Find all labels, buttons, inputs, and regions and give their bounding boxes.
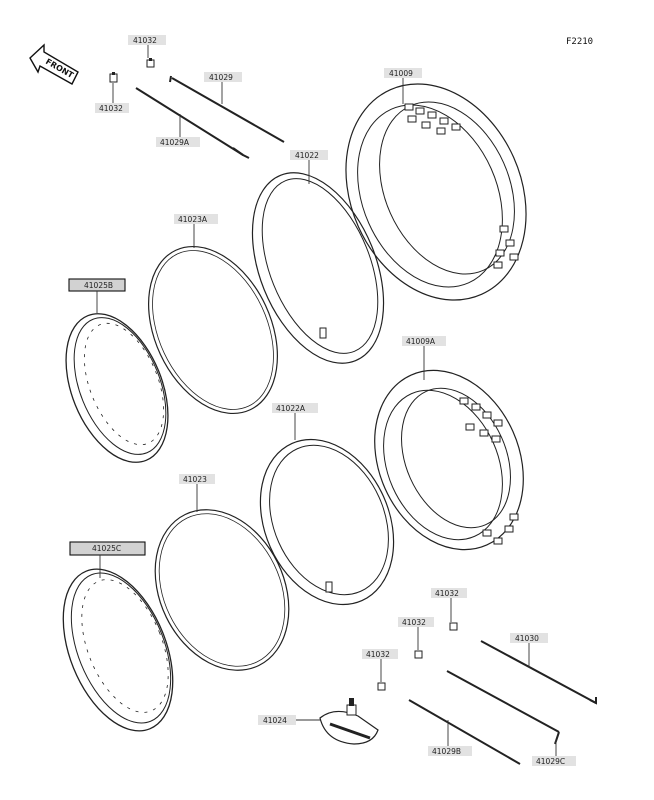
- svg-text:41030: 41030: [515, 634, 539, 643]
- front-tube-illustration: [259, 438, 395, 606]
- front-rim-band-illustration: [154, 509, 290, 671]
- svg-text:41032: 41032: [366, 650, 390, 659]
- nipple-icon: [109, 72, 118, 83]
- part-label-spoke[interactable]: 41029C: [532, 740, 576, 766]
- svg-text:41023: 41023: [183, 475, 207, 484]
- part-label-tube[interactable]: 41022: [290, 150, 328, 184]
- svg-text:41032: 41032: [133, 36, 157, 45]
- front-rim-illustration: [62, 568, 174, 732]
- part-label-rim-highlighted[interactable]: 41025B: [68, 278, 126, 313]
- svg-text:41029B: 41029B: [432, 747, 461, 756]
- spoke-icon: [446, 670, 560, 745]
- part-label-nipple[interactable]: 41032: [128, 35, 166, 58]
- rear-tire-illustration: [345, 83, 527, 301]
- part-label-spoke[interactable]: 41029: [204, 72, 242, 104]
- figure-code: F2210: [566, 37, 593, 47]
- svg-text:41029A: 41029A: [160, 138, 190, 147]
- part-label-tire[interactable]: 41009: [384, 68, 422, 104]
- svg-text:41023A: 41023A: [178, 215, 208, 224]
- svg-text:41029: 41029: [209, 73, 233, 82]
- spoke-icon: [169, 75, 285, 143]
- rim-lock-illustration: [319, 698, 379, 745]
- svg-text:41009: 41009: [389, 69, 413, 78]
- svg-text:41032: 41032: [402, 618, 426, 627]
- svg-text:41032: 41032: [435, 589, 459, 598]
- part-label-rim-band[interactable]: 41023: [179, 474, 215, 512]
- nipple-icon: [377, 682, 386, 691]
- spoke-icon: [408, 699, 521, 765]
- part-label-rim-band[interactable]: 41023A: [174, 214, 218, 248]
- svg-text:41025C: 41025C: [92, 544, 121, 553]
- svg-text:41029C: 41029C: [536, 757, 565, 766]
- part-label-nipple[interactable]: 41032: [431, 588, 467, 622]
- nipple-icon: [449, 622, 458, 631]
- rear-rim-illustration: [65, 313, 169, 463]
- part-label-spoke[interactable]: 41029B: [428, 720, 472, 756]
- part-label-spoke[interactable]: 41029A: [156, 114, 200, 147]
- rear-tube-illustration: [251, 172, 385, 364]
- svg-text:41022: 41022: [295, 151, 319, 160]
- part-label-nipple[interactable]: 41032: [95, 83, 129, 113]
- part-label-nipple[interactable]: 41032: [398, 617, 434, 650]
- front-tire-illustration: [374, 369, 524, 551]
- nipple-icon: [146, 58, 155, 68]
- svg-text:41009A: 41009A: [406, 337, 436, 346]
- part-label-spoke[interactable]: 41030: [510, 633, 548, 668]
- spoke-icon: [480, 640, 597, 705]
- svg-text:41022A: 41022A: [276, 404, 306, 413]
- svg-text:41024: 41024: [263, 716, 287, 725]
- svg-text:41032: 41032: [99, 104, 123, 113]
- spoke-icon: [135, 87, 250, 159]
- part-label-rim-highlighted[interactable]: 41025C: [69, 541, 146, 578]
- front-arrow-icon: FRONT: [29, 43, 79, 85]
- part-label-tire[interactable]: 41009A: [402, 336, 446, 380]
- part-label-nipple[interactable]: 41032: [362, 649, 398, 682]
- rear-rim-band-illustration: [148, 245, 278, 415]
- svg-text:41025B: 41025B: [84, 281, 113, 290]
- part-label-rim-lock[interactable]: 41024: [258, 715, 320, 725]
- nipple-icon: [414, 650, 423, 659]
- part-label-tube[interactable]: 41022A: [272, 403, 318, 440]
